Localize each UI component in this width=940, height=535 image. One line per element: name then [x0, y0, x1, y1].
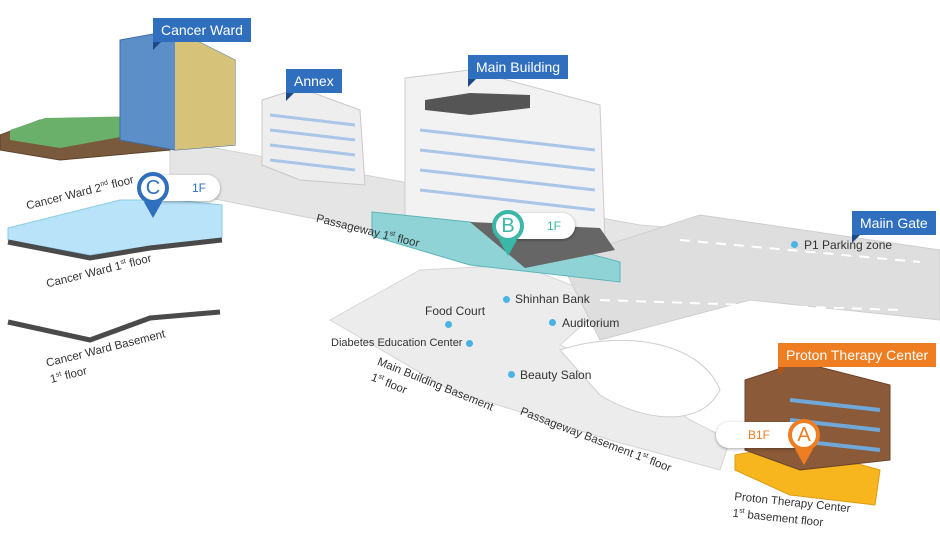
proton-building: [744, 361, 891, 471]
pin-a-letter: A: [788, 419, 820, 451]
pin-b-tail: [499, 240, 517, 256]
poi-food-court[interactable]: Food Court: [425, 304, 486, 318]
main-building-windows: [419, 128, 596, 212]
pin-a-tail: [795, 449, 813, 465]
poi-shinhan-bank[interactable]: Shinhan Bank: [515, 292, 590, 306]
pin-c-letter: C: [137, 172, 169, 204]
main-building-roof: [425, 93, 530, 115]
parking-dot: [791, 241, 798, 248]
cancer-ward-tower-side: [175, 30, 235, 150]
proton-center-tag[interactable]: Proton Therapy Center: [778, 343, 937, 375]
diabetes-dot: [466, 340, 473, 347]
cancer-ward-basement-outline: [7, 309, 221, 343]
annex-tag[interactable]: Annex: [286, 69, 342, 101]
road-area: [559, 214, 940, 341]
road-curve: [559, 339, 721, 418]
pin-c-tail: [144, 202, 162, 218]
poi-auditorium[interactable]: Auditorium: [562, 316, 620, 330]
main-gate-tag[interactable]: Maiin Gate: [852, 211, 936, 243]
pin-b-letter: B: [492, 210, 524, 242]
main-building-tag[interactable]: Main Building: [468, 55, 569, 87]
poi-beauty-salon[interactable]: Beauty Salon: [520, 368, 592, 382]
poi-p1-parking[interactable]: P1 Parking zone: [804, 238, 893, 252]
beauty-dot: [508, 371, 515, 378]
annex-windows: [269, 113, 356, 172]
shinhan-dot: [503, 296, 510, 303]
cancer-ward-1st-floor-edge: [7, 237, 223, 261]
cancer-ward-tag[interactable]: Cancer Ward: [153, 18, 251, 50]
food-court-dot: [445, 321, 452, 328]
auditorium-dot: [549, 319, 556, 326]
poi-diabetes-education-center[interactable]: Diabetes Education Center: [331, 337, 463, 349]
road-markings: [599, 239, 921, 311]
